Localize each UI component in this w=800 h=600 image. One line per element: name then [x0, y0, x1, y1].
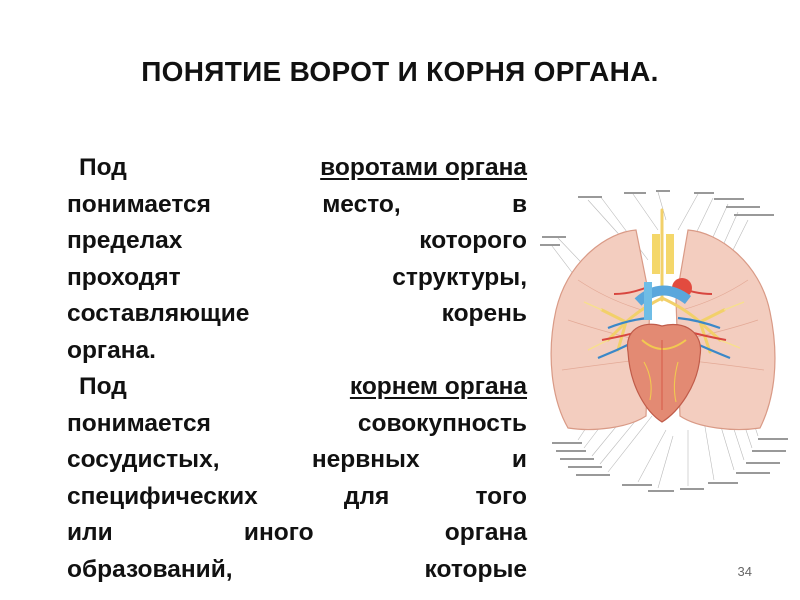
- text-line: понимается совокупность: [67, 406, 527, 443]
- word: которого: [419, 227, 527, 254]
- term-koren: корнем органа: [349, 373, 527, 400]
- word: составляющие: [67, 300, 250, 327]
- word: иного: [243, 519, 314, 546]
- word: место,: [322, 190, 401, 218]
- text-line: пределах которого: [67, 223, 527, 260]
- text-line: Под воротами органа: [67, 150, 527, 187]
- word: пределах: [67, 227, 183, 254]
- word: выходят: [329, 588, 435, 600]
- word: и: [511, 446, 527, 473]
- word: которые: [424, 555, 527, 583]
- word: входят: [67, 588, 152, 600]
- word: или: [67, 519, 113, 546]
- word: органа.: [67, 336, 156, 364]
- word: понимается: [67, 190, 211, 218]
- word: в: [511, 190, 527, 218]
- word: Под: [79, 373, 127, 400]
- word: нервных: [311, 446, 420, 473]
- text-line: сосудистых, нервных и: [67, 442, 527, 479]
- word: корень: [441, 300, 527, 327]
- text-line: Под корнем органа: [67, 369, 527, 406]
- term-vorota: воротами органа: [320, 154, 527, 181]
- text-line: составляющие корень: [67, 296, 527, 333]
- word: органа: [444, 519, 527, 546]
- text-line: входят или выходят из: [67, 588, 527, 600]
- text-line: специфических для того: [67, 479, 527, 516]
- word: специфических: [67, 482, 258, 510]
- word: для: [343, 482, 390, 510]
- text-line: органа.: [67, 333, 527, 370]
- word: проходят: [67, 263, 181, 291]
- word: совокупность: [357, 409, 527, 437]
- word: понимается: [67, 409, 211, 437]
- text-line: образований, которые: [67, 552, 527, 589]
- text-line: проходят структуры,: [67, 260, 527, 297]
- word: или: [217, 588, 263, 600]
- word: структуры,: [392, 263, 527, 291]
- word: образований,: [67, 555, 233, 583]
- word: сосудистых,: [67, 446, 220, 473]
- text-line: понимается место, в: [67, 187, 527, 224]
- word: того: [475, 482, 527, 510]
- slide-title: ПОНЯТИЕ ВОРОТ И КОРНЯ ОРГАНА.: [141, 56, 659, 87]
- lungs-heart-anatomy-icon: [538, 190, 790, 496]
- text-line: или иного органа: [67, 515, 527, 552]
- word: Под: [79, 154, 127, 181]
- word: из: [500, 588, 527, 600]
- page-number: 34: [737, 564, 752, 579]
- body-text: Под воротами органа понимается место, в …: [67, 150, 527, 600]
